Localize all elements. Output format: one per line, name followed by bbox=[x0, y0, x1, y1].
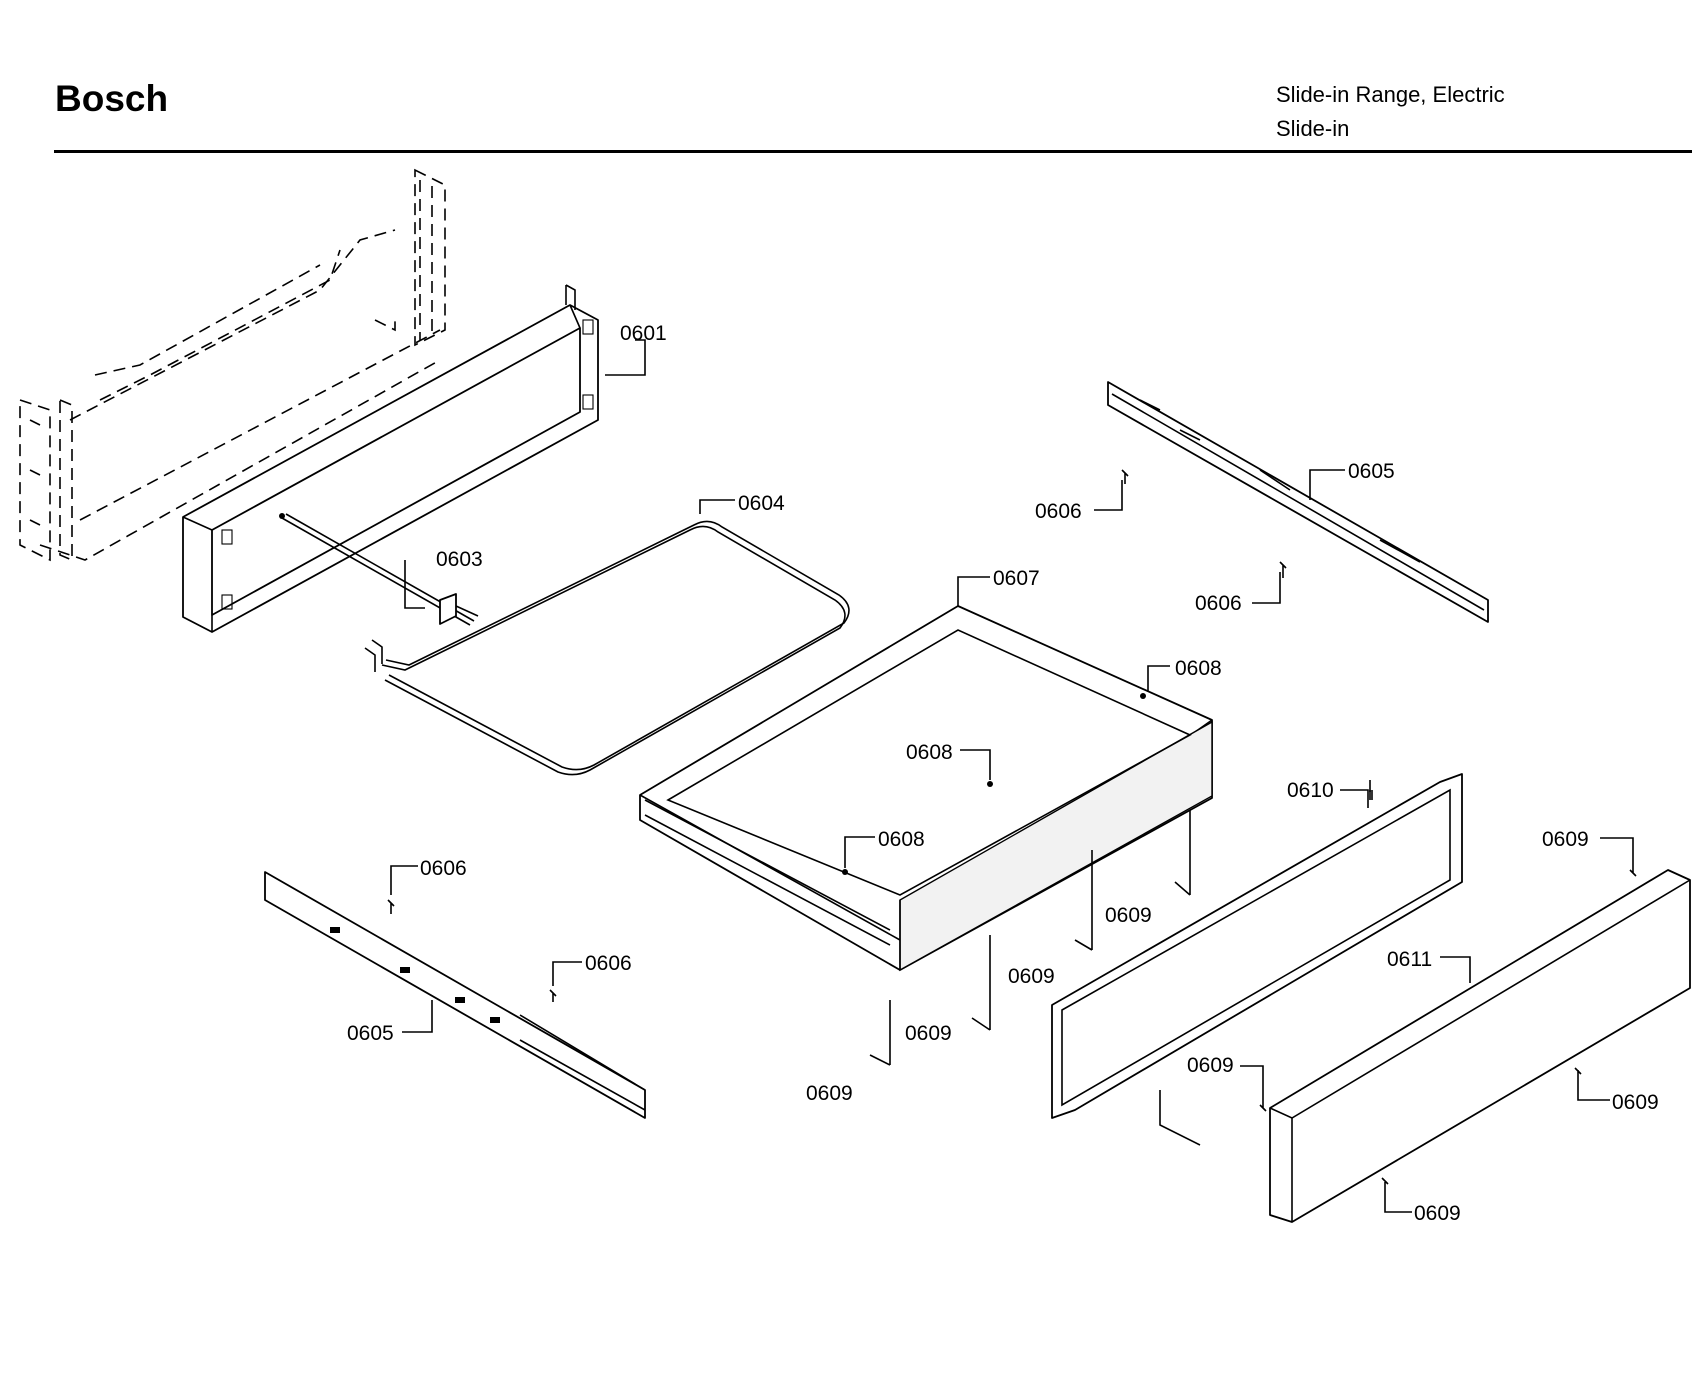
callout-0606-d: 0606 bbox=[585, 952, 632, 975]
callout-0609-h: 0609 bbox=[1414, 1202, 1461, 1225]
callout-0606-b: 0606 bbox=[1195, 592, 1242, 615]
header-divider bbox=[54, 150, 1692, 153]
callout-0608-a: 0608 bbox=[1175, 657, 1222, 680]
callout-0609-f: 0609 bbox=[1187, 1054, 1234, 1077]
brand-name: Bosch bbox=[55, 78, 169, 119]
callout-0609-c: 0609 bbox=[905, 1022, 952, 1045]
part-0611-front[interactable] bbox=[1269, 869, 1691, 1223]
callout-0605-upper: 0605 bbox=[1348, 460, 1395, 483]
part-0605-rail-upper[interactable] bbox=[1107, 381, 1489, 623]
part-0605-rail-lower[interactable] bbox=[264, 871, 646, 1119]
callout-0601: 0601 bbox=[620, 322, 667, 345]
callout-0607: 0607 bbox=[993, 567, 1040, 590]
callout-0609-d: 0609 bbox=[806, 1082, 853, 1105]
callout-0608-b: 0608 bbox=[906, 741, 953, 764]
range-body-outline bbox=[19, 168, 446, 562]
part-0609-screws-drawer[interactable] bbox=[869, 810, 1191, 1066]
callout-0610: 0610 bbox=[1287, 779, 1334, 802]
callout-0606-a: 0606 bbox=[1035, 500, 1082, 523]
part-0609-screws-front[interactable] bbox=[1240, 837, 1637, 1213]
callout-0609-e: 0609 bbox=[1542, 828, 1589, 851]
callout-0609-b: 0609 bbox=[1008, 965, 1055, 988]
callout-0611: 0611 bbox=[1387, 948, 1432, 971]
part-0610-panel[interactable] bbox=[1051, 773, 1463, 1146]
callout-0609-a: 0609 bbox=[1105, 904, 1152, 927]
model-title: Slide-in Range, Electric bbox=[1276, 82, 1505, 107]
part-0608-screws[interactable] bbox=[842, 665, 1170, 875]
part-0601-frame[interactable] bbox=[182, 284, 646, 633]
part-0606-screws-upper[interactable] bbox=[1094, 469, 1287, 604]
callout-0608-c: 0608 bbox=[878, 828, 925, 851]
part-0606-screws-lower[interactable] bbox=[387, 865, 582, 1002]
part-0607-drawer[interactable] bbox=[639, 576, 1213, 972]
callout-0609-g: 0609 bbox=[1612, 1091, 1659, 1114]
callout-0606-c: 0606 bbox=[420, 857, 467, 880]
callout-0603: 0603 bbox=[436, 548, 483, 571]
model-subtitle: Slide-in bbox=[1276, 116, 1350, 141]
part-0603-sensor[interactable] bbox=[279, 513, 479, 626]
callout-0605-lower: 0605 bbox=[347, 1022, 394, 1045]
part-0604-element[interactable] bbox=[364, 499, 850, 776]
callout-0604: 0604 bbox=[738, 492, 785, 515]
